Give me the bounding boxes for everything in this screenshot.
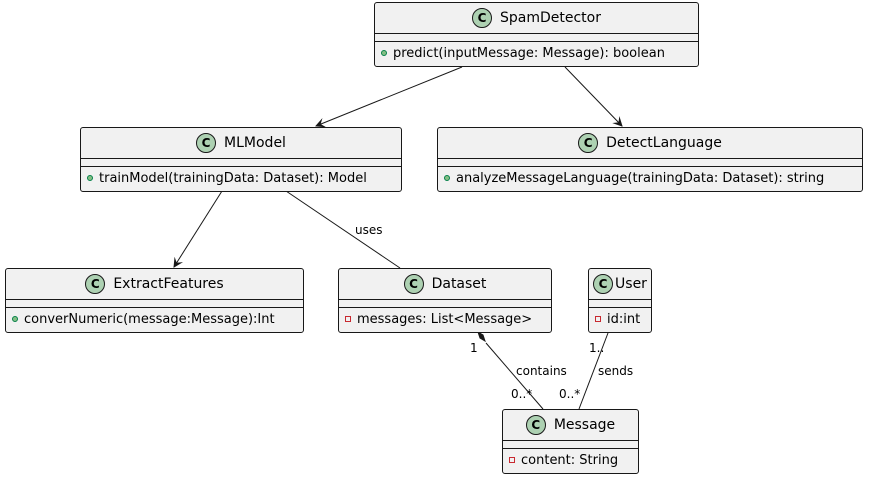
public-visibility-icon [444,175,450,181]
edge-mlmodel-dataset [285,190,401,269]
contains-target-multiplicity: 0..* [511,387,533,401]
edge-spamdetector-detectlanguage [564,66,623,127]
class-dataset[interactable]: C Dataset messages: List<Message> [338,268,552,333]
class-spamdetector[interactable]: C SpamDetector predict(inputMessage: Mess… [374,2,699,67]
class-badge-icon: C [525,415,546,435]
class-name: DetectLanguage [606,135,722,151]
composition-diamond [477,330,486,343]
class-member: trainModel(trainingData: Dataset): Model [81,167,401,189]
class-badge-icon: C [196,133,217,153]
class-badge-icon: C [593,274,614,294]
sends-source-multiplicity: 1.. [589,341,605,355]
public-visibility-icon [87,175,93,181]
private-visibility-icon [509,457,515,463]
class-badge-icon: C [472,8,492,28]
class-badge-icon: C [403,274,424,294]
uses-label: uses [355,223,383,237]
class-member: analyzeMessageLanguage(trainingData: Dat… [438,167,862,189]
edge-mlmodel-extractfeatures [173,190,223,268]
sends-target-multiplicity: 0..* [559,387,581,401]
class-name: User [615,276,647,292]
class-detectlanguage[interactable]: C DetectLanguage analyzeMessageLanguage(t… [437,127,863,192]
class-badge-icon: C [578,133,599,153]
class-member: messages: List<Message> [339,308,551,330]
class-mlmodel[interactable]: C MLModel trainModel(trainingData: Datase… [80,127,402,192]
private-visibility-icon [595,316,601,322]
class-member: converNumeric(message:Message):Int [6,308,303,330]
edge-user-message [578,332,609,410]
class-name: MLModel [224,135,286,151]
class-name: SpamDetector [500,10,601,26]
private-visibility-icon [345,316,351,322]
class-badge-icon: C [85,274,106,294]
edge-dataset-message [485,342,544,410]
public-visibility-icon [381,50,387,56]
class-member: id:int [589,308,651,330]
contains-label: contains [516,364,567,378]
class-member: content: String [503,449,638,471]
sends-label: sends [598,364,634,378]
class-name: Message [553,417,616,433]
contains-source-multiplicity: 1 [470,341,478,355]
public-visibility-icon [12,316,18,322]
class-extractfeatures[interactable]: C ExtractFeatures converNumeric(message:M… [5,268,304,333]
class-message[interactable]: C Message content: String [502,409,639,474]
edge-spamdetector-mlmodel [315,66,463,128]
class-name: Dataset [431,276,487,292]
class-member: predict(inputMessage: Message): boolean [375,42,698,64]
class-name: ExtractFeatures [113,276,224,292]
